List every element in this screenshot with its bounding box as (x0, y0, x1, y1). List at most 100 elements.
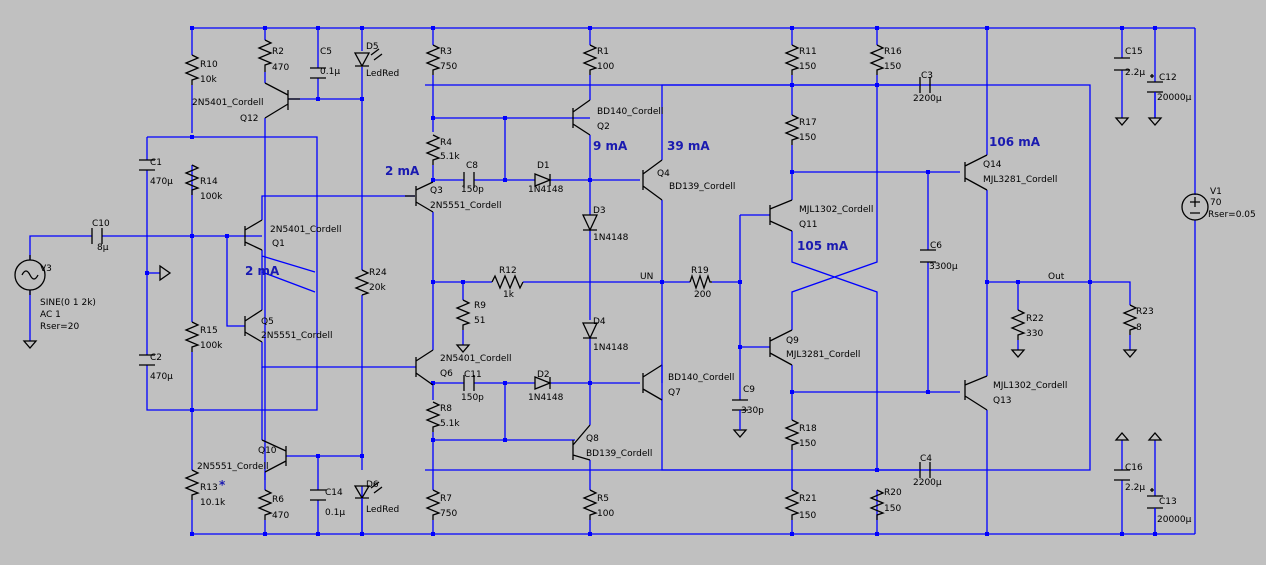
label-r3: R3 (440, 47, 452, 57)
label-v3: V3 (40, 264, 52, 274)
capacitor-c2 (139, 354, 155, 366)
value-r24: 20k (369, 283, 386, 293)
capacitor-c8 (463, 172, 475, 188)
resistor-r23 (1122, 304, 1138, 335)
label-r1: R1 (597, 47, 609, 57)
value-r23: 8 (1136, 323, 1142, 333)
current-q11: 105 mA (797, 239, 849, 253)
label-r7: R7 (440, 494, 452, 504)
resistor-r24 (354, 269, 370, 296)
model-q6: 2N5401_Cordell (440, 354, 511, 364)
value-c14: 0.1µ (325, 508, 345, 518)
value-c1: 470µ (150, 177, 173, 187)
rser-v1: Rser=0.05 (1208, 210, 1256, 220)
resistor-r19 (689, 273, 712, 291)
value-c12: 20000µ (1157, 93, 1192, 103)
label-q13: Q13 (993, 396, 1012, 406)
current-q4: 39 mA (667, 139, 710, 153)
label-q11: Q11 (799, 220, 818, 230)
label-r23: R23 (1136, 307, 1154, 317)
label-c9: C9 (743, 385, 755, 395)
current-q2: 9 mA (593, 139, 628, 153)
ground-icon (1114, 432, 1130, 441)
sine-v3: SINE(0 1 2k) (40, 298, 96, 308)
label-r13: R13 (200, 483, 218, 493)
label-q8: Q8 (586, 434, 599, 444)
ground-icon (1114, 117, 1130, 126)
value-r13: 10.1k (200, 498, 226, 508)
value-d6: LedRed (366, 505, 399, 515)
capacitor-c15 (1114, 57, 1130, 71)
label-r8: R8 (440, 404, 452, 414)
value-c11: 150p (461, 393, 484, 403)
value-d2: 1N4148 (528, 393, 564, 403)
value-c2: 470µ (150, 372, 173, 382)
current-annotations: 2 mA 2 mA 9 mA 39 mA 106 mA 105 mA (245, 135, 1041, 278)
label-r11: R11 (799, 47, 817, 57)
label-q3: Q3 (430, 186, 443, 196)
value-r7: 750 (440, 509, 457, 519)
label-d3: D3 (593, 206, 606, 216)
resistor-r5 (582, 489, 598, 520)
transistor-q11 (769, 199, 793, 232)
transistor-q4 (642, 159, 663, 201)
label-q14: Q14 (983, 160, 1002, 170)
model-q2: BD140_Cordell (597, 107, 663, 117)
resistor-r21 (784, 489, 800, 520)
label-q9: Q9 (786, 336, 799, 346)
label-q5: Q5 (261, 317, 274, 327)
value-r21: 150 (799, 511, 816, 521)
resistor-r13 (184, 469, 200, 500)
transistor-q13 (964, 375, 988, 411)
resistor-r3 (425, 44, 441, 75)
diode-d2 (534, 376, 552, 390)
resistor-r2 (257, 39, 273, 72)
value-c4: 2200µ (913, 478, 942, 488)
value-c16: 2.2µ (1125, 483, 1145, 493)
value-c6: 3300µ (929, 262, 958, 272)
current-q14: 106 mA (989, 135, 1041, 149)
resistor-r12 (491, 274, 524, 290)
transistor-q6 (415, 349, 434, 386)
capacitor-c11 (463, 375, 475, 391)
model-q13: MJL1302_Cordell (993, 381, 1067, 391)
net-un: UN (640, 272, 653, 282)
resistors (184, 39, 1138, 520)
ground-icon (22, 340, 38, 349)
label-c4: C4 (920, 454, 932, 464)
label-q2: Q2 (597, 122, 610, 132)
value-r9: 51 (474, 316, 485, 326)
label-r10: R10 (200, 60, 218, 70)
diode-d1 (534, 173, 552, 187)
label-c15: C15 (1125, 47, 1143, 57)
value-d4: 1N4148 (593, 343, 629, 353)
transistor-q2 (572, 99, 591, 136)
label-c6: C6 (930, 241, 942, 251)
diode-d4 (581, 322, 599, 340)
value-d5: LedRed (366, 69, 399, 79)
capacitor-c1 (139, 159, 155, 171)
rser-v3: Rser=20 (40, 322, 79, 332)
value-c10: 8µ (97, 243, 109, 253)
label-r12: R12 (499, 266, 517, 276)
current-q3: 2 mA (385, 164, 420, 178)
label-r21: R21 (799, 494, 817, 504)
resistor-r4 (425, 134, 441, 165)
led-d5 (353, 48, 383, 68)
value-r17: 150 (799, 133, 816, 143)
label-q6: Q6 (440, 369, 453, 379)
resistor-r11 (784, 44, 800, 75)
ground-icon (1147, 432, 1163, 441)
label-d5: D5 (366, 42, 379, 52)
transistor-q3 (405, 181, 434, 213)
label-r17: R17 (799, 118, 817, 128)
value-c3: 2200µ (913, 94, 942, 104)
value-r1: 100 (597, 62, 614, 72)
label-c8: C8 (466, 161, 478, 171)
model-q10: 2N5551_Cordell (197, 462, 268, 472)
label-r18: R18 (799, 424, 817, 434)
label-c13: C13 (1159, 497, 1177, 507)
net-out: Out (1048, 272, 1065, 282)
transistor-q8 (572, 424, 591, 461)
value-c5: 0.1µ (320, 67, 340, 77)
